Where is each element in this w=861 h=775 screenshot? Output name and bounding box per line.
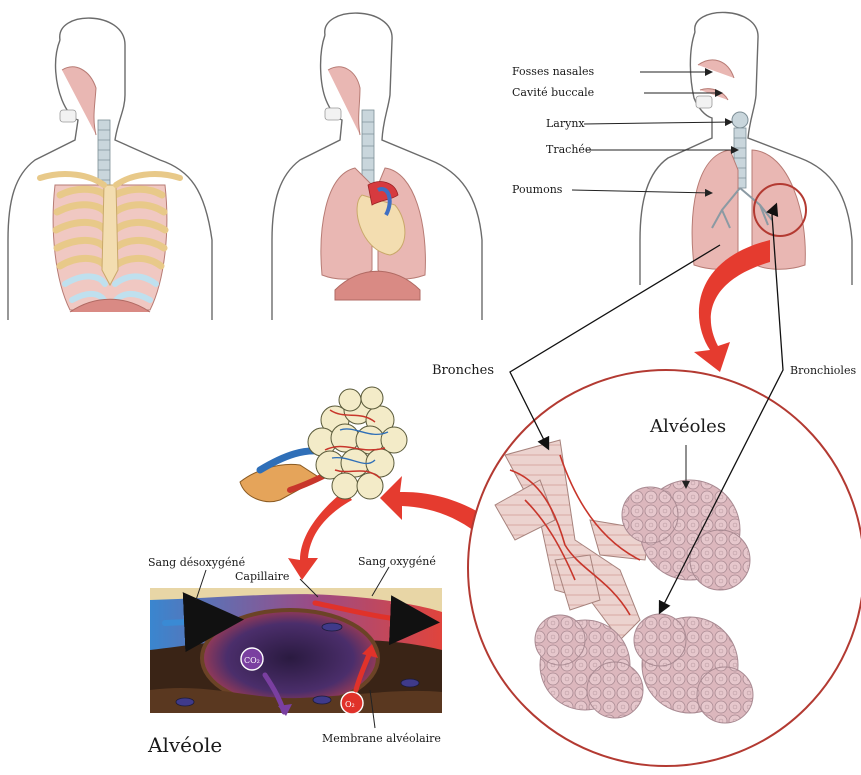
label-alveoles: Alvéoles [649, 416, 726, 437]
figure-lungs-heart [272, 13, 482, 320]
label-larynx: Larynx [546, 117, 585, 130]
figure-ribcage [8, 18, 212, 320]
pointer-larynx [584, 122, 732, 124]
alveole-cross-section [150, 567, 442, 728]
label-trachee: Trachée [546, 143, 591, 156]
label-alveole: Alvéole [147, 733, 222, 757]
label-capillaire: Capillaire [235, 570, 289, 583]
label-membrane-alveolaire: Membrane alvéolaire [322, 732, 441, 745]
label-sang-desoxygene: Sang désoxygéné [148, 556, 245, 569]
label-co2: CO₂ [244, 656, 260, 665]
label-bronches: Bronches [432, 363, 494, 378]
label-cavite-buccale: Cavité buccale [512, 86, 594, 99]
figure-respiratory-tract [572, 12, 852, 285]
label-bronchioles: Bronchioles [790, 364, 856, 377]
pointer-poumons [572, 190, 712, 193]
label-o2: O₂ [345, 700, 355, 709]
alveolar-sac-illustration [240, 387, 407, 502]
label-fosses-nasales: Fosses nasales [512, 65, 594, 78]
label-sang-oxygene: Sang oxygéné [358, 555, 436, 568]
label-poumons: Poumons [512, 183, 563, 196]
red-arrow-down-left [288, 490, 352, 580]
